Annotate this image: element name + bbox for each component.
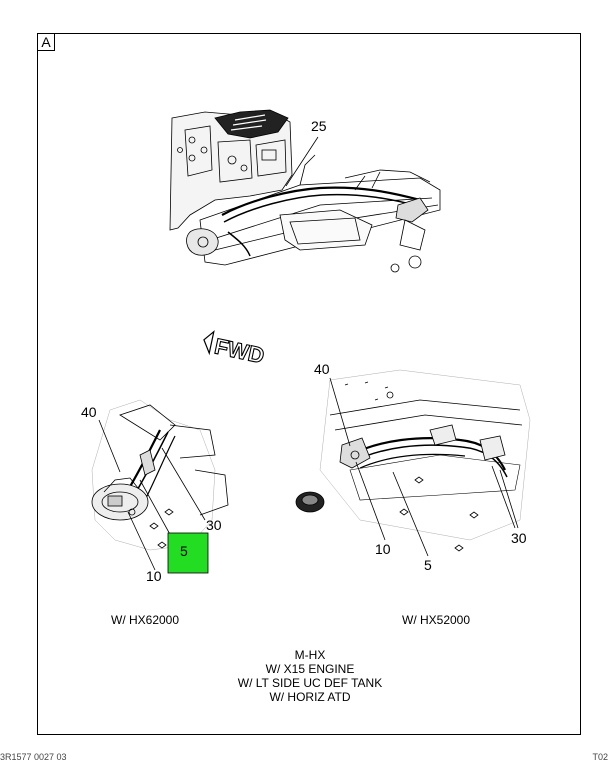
callout-right-5: 5 [424, 557, 432, 573]
applicability-notes: M-HX W/ X15 ENGINE W/ LT SIDE UC DEF TAN… [180, 648, 440, 704]
note-line: W/ X15 ENGINE [265, 662, 355, 676]
diagram-frame: A [37, 33, 581, 735]
callout-left-10: 10 [146, 568, 162, 584]
callout-right-40: 40 [314, 361, 330, 377]
callout-left-5: 5 [180, 543, 188, 559]
fwd-label: FWD [212, 333, 266, 368]
callout-right-30: 30 [511, 530, 527, 546]
caption-right-view: W/ HX52000 [402, 613, 471, 627]
top-engine-view [169, 109, 441, 273]
footer-page-code: T02 [592, 752, 608, 762]
highlight-box-callout-5 [167, 532, 209, 574]
caption-left-view: W/ HX62000 [111, 613, 180, 627]
callout-25: 25 [311, 118, 327, 134]
section-letter-box: A [38, 34, 55, 51]
note-line: W/ LT SIDE UC DEF TANK [237, 676, 383, 690]
note-line: W/ HORIZ ATD [269, 690, 351, 704]
right-detail-view [295, 369, 531, 557]
callout-left-40: 40 [81, 404, 97, 420]
callout-left-30: 30 [206, 517, 222, 533]
note-line: M-HX [294, 648, 326, 662]
left-detail-view [91, 399, 229, 571]
callout-right-10: 10 [375, 541, 391, 557]
footer-drawing-number: 3R1577 0027 03 [0, 752, 67, 762]
fwd-arrow-icon: FWD [203, 330, 267, 369]
